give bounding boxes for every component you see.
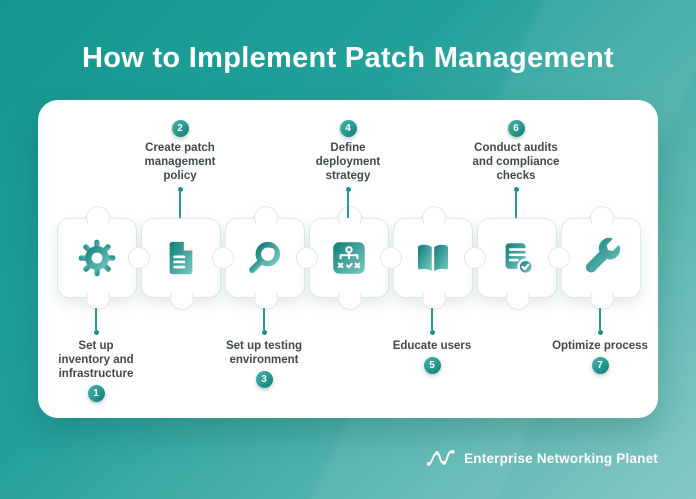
step-2-label-group: 2 Create patch management policy [105,120,255,218]
puzzle-joint [212,247,234,269]
wrench-icon [585,237,621,273]
step-1-label-group: Set up inventory and infrastructure 1 [21,308,171,402]
brand-name: Enterprise Networking Planet [464,450,658,466]
puzzle-joint [296,247,318,269]
open-book-icon [417,244,449,272]
puzzle-joint [548,247,570,269]
puzzle-piece-3 [225,206,305,310]
puzzle-knob [422,206,446,230]
step-3-label-group: Set up testing environment 3 [189,308,339,388]
connector-dot [513,187,519,192]
step-label: Set up testing environment [225,340,303,366]
puzzle-knob [338,206,362,230]
step-label: Define deployment strategy [315,142,381,182]
document-check-icon [505,243,534,275]
puzzle-knob [590,286,614,310]
connector-dot [597,330,603,335]
page-title: How to Implement Patch Management [82,42,614,74]
puzzle-knob [86,206,110,230]
step-label: Create patch management policy [144,142,216,182]
step-6-label-group: 6 Conduct audits and compliance checks [441,120,591,218]
puzzle-knob [170,286,194,310]
puzzle-knob [254,206,278,230]
step-number-badge: 6 [507,120,525,137]
step-number-badge: 4 [339,120,357,137]
network-logo-icon [426,449,455,466]
infographic-card: 2 Create patch management policy 4 Defin… [38,100,658,418]
step-number-badge: 3 [255,371,273,388]
connector-line [263,308,265,330]
puzzle-piece-2 [141,218,221,310]
puzzle-piece-5 [393,206,473,310]
connector-line [347,192,349,218]
puzzle-knob [506,286,530,310]
puzzle-joint [380,247,402,269]
magnifier-icon [249,241,281,274]
step-4-label-group: 4 Define deployment strategy [273,120,423,218]
gear-icon [78,239,116,277]
step-5-label-group: Educate users 5 [357,308,507,374]
puzzle-piece-4 [309,206,389,310]
connector-dot [429,330,435,335]
puzzle-piece-7 [561,206,641,310]
puzzle-joint [464,247,486,269]
connector-line [95,308,97,330]
puzzle-joint [128,247,150,269]
puzzle-knob [86,286,110,310]
step-label: Set up inventory and infrastructure [58,340,134,380]
puzzle-knob [590,206,614,230]
connector-line [599,308,601,330]
puzzle-knob [422,286,446,310]
connector-dot [177,187,183,192]
strategy-icon [333,242,365,274]
footer-brand: Enterprise Networking Planet [426,447,658,469]
connector-dot [261,330,267,335]
step-number-badge: 7 [591,357,609,374]
connector-line [515,192,517,218]
step-7-label-group: Optimize process 7 [525,308,675,374]
connector-line [431,308,433,330]
step-number-badge: 2 [171,120,189,137]
connector-dot [345,187,351,192]
puzzle-knob [254,286,278,310]
connector-dot [93,330,99,335]
step-label: Conduct audits and compliance checks [472,142,560,182]
step-label: Optimize process [552,340,648,352]
puzzle-piece-1 [57,206,137,310]
document-icon [169,241,193,275]
puzzle-piece-6 [477,218,557,310]
step-number-badge: 5 [423,357,441,374]
step-label: Educate users [392,340,472,352]
step-number-badge: 1 [87,385,105,402]
puzzle-knob [338,286,362,310]
connector-line [179,192,181,218]
